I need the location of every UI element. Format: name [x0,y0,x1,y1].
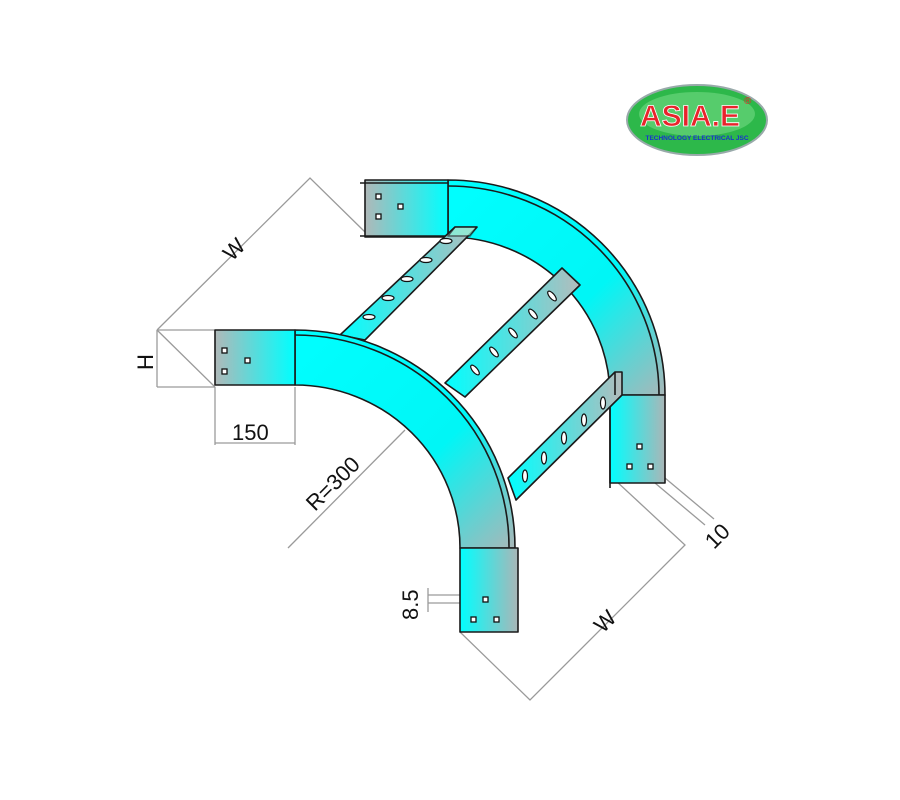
rung-1 [339,226,478,341]
dim-flange: 10 [700,519,735,554]
dimension-lines [156,177,715,701]
dim-straight-length: 150 [232,420,269,445]
inner-side-rail [214,329,519,633]
company-logo: ASIA.E ® TECHNOLOGY ELECTRICAL JSC [626,84,768,156]
dim-height: H [133,354,158,370]
dim-hole-offset: 8.5 [398,589,423,620]
dim-width-bottom: W [589,605,622,638]
dim-radius: R=300 [301,452,365,516]
logo-tagline: TECHNOLOGY ELECTRICAL JSC [645,135,748,142]
rungs [339,226,623,501]
dim-width-top: W [218,233,251,266]
rung-3 [507,371,623,501]
logo-brand: ASIA.E [640,100,740,133]
logo-registered: ® [744,96,752,107]
rung-2 [444,267,581,398]
